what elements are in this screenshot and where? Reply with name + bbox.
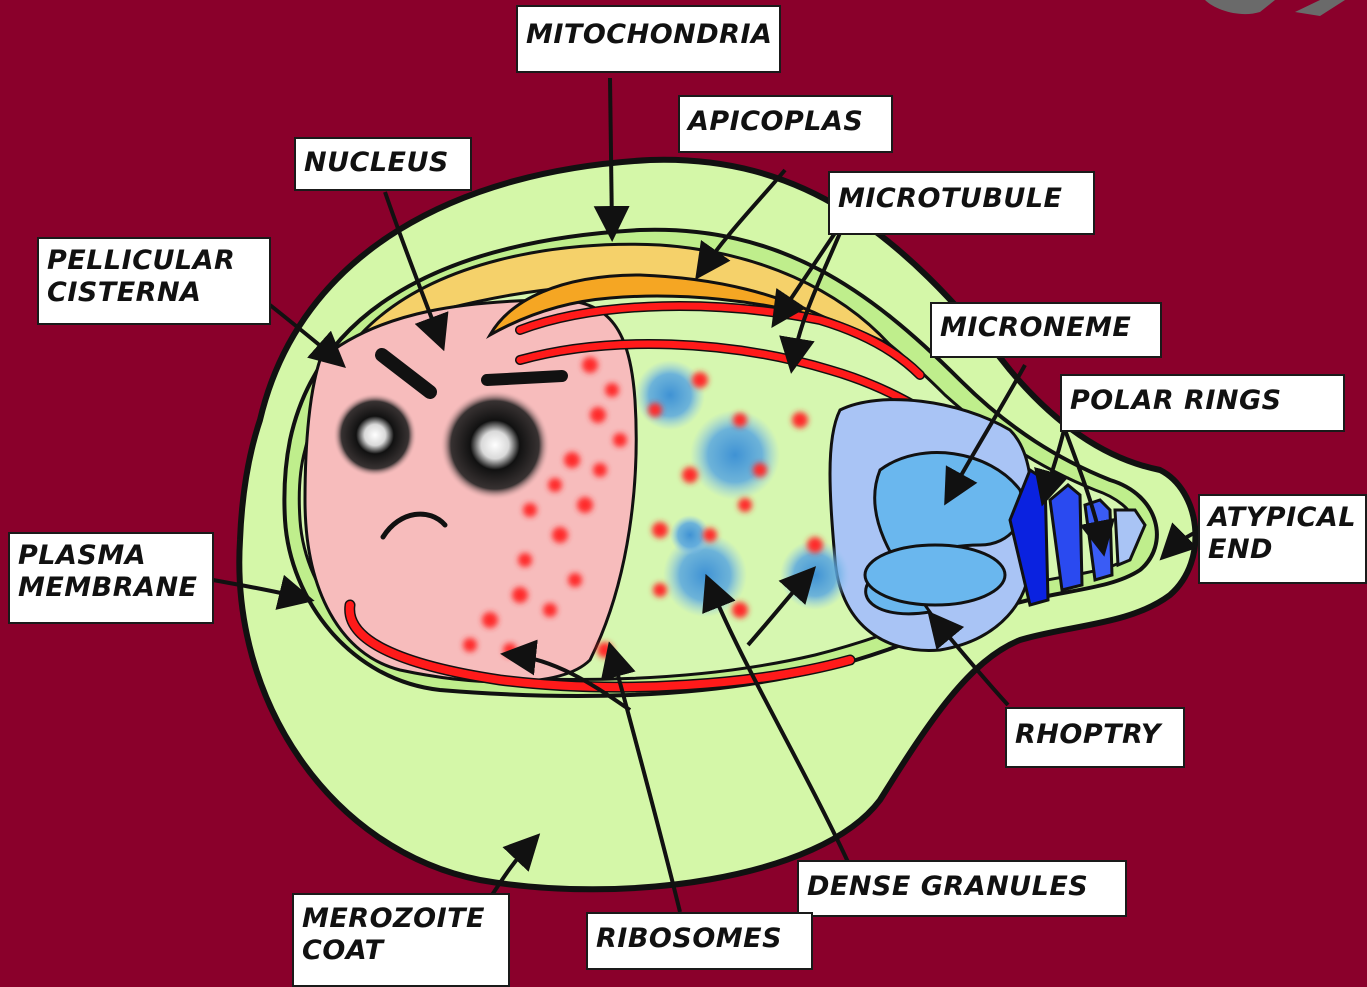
corner-mark: [1205, 0, 1275, 14]
label-ribosomes: RIBOSOMES: [586, 912, 813, 970]
label-apicoplas: APICOPLAS: [678, 95, 893, 153]
label-microtubule: MICROTUBULE: [828, 171, 1095, 235]
label-mitochondria: MITOCHONDRIA: [516, 5, 781, 73]
label-dense-granules: DENSE GRANULES: [797, 860, 1127, 917]
label-atypical-end: ATYPICAL END: [1198, 494, 1367, 584]
label-microneme: MICRONEME: [930, 302, 1162, 358]
label-rhoptry: RHOPTRY: [1005, 707, 1185, 768]
microneme-lobe: [865, 545, 1005, 605]
label-nucleus: NUCLEUS: [294, 137, 472, 191]
arrow-mitochondria: [610, 78, 612, 230]
label-plasma-membrane: PLASMA MEMBRANE: [8, 532, 214, 624]
label-polar-rings: POLAR RINGS: [1060, 374, 1345, 432]
label-merozoite-coat: MEROZOITE COAT: [292, 893, 510, 987]
label-pellicular-cisterna: PELLICULAR CISTERNA: [37, 237, 271, 325]
